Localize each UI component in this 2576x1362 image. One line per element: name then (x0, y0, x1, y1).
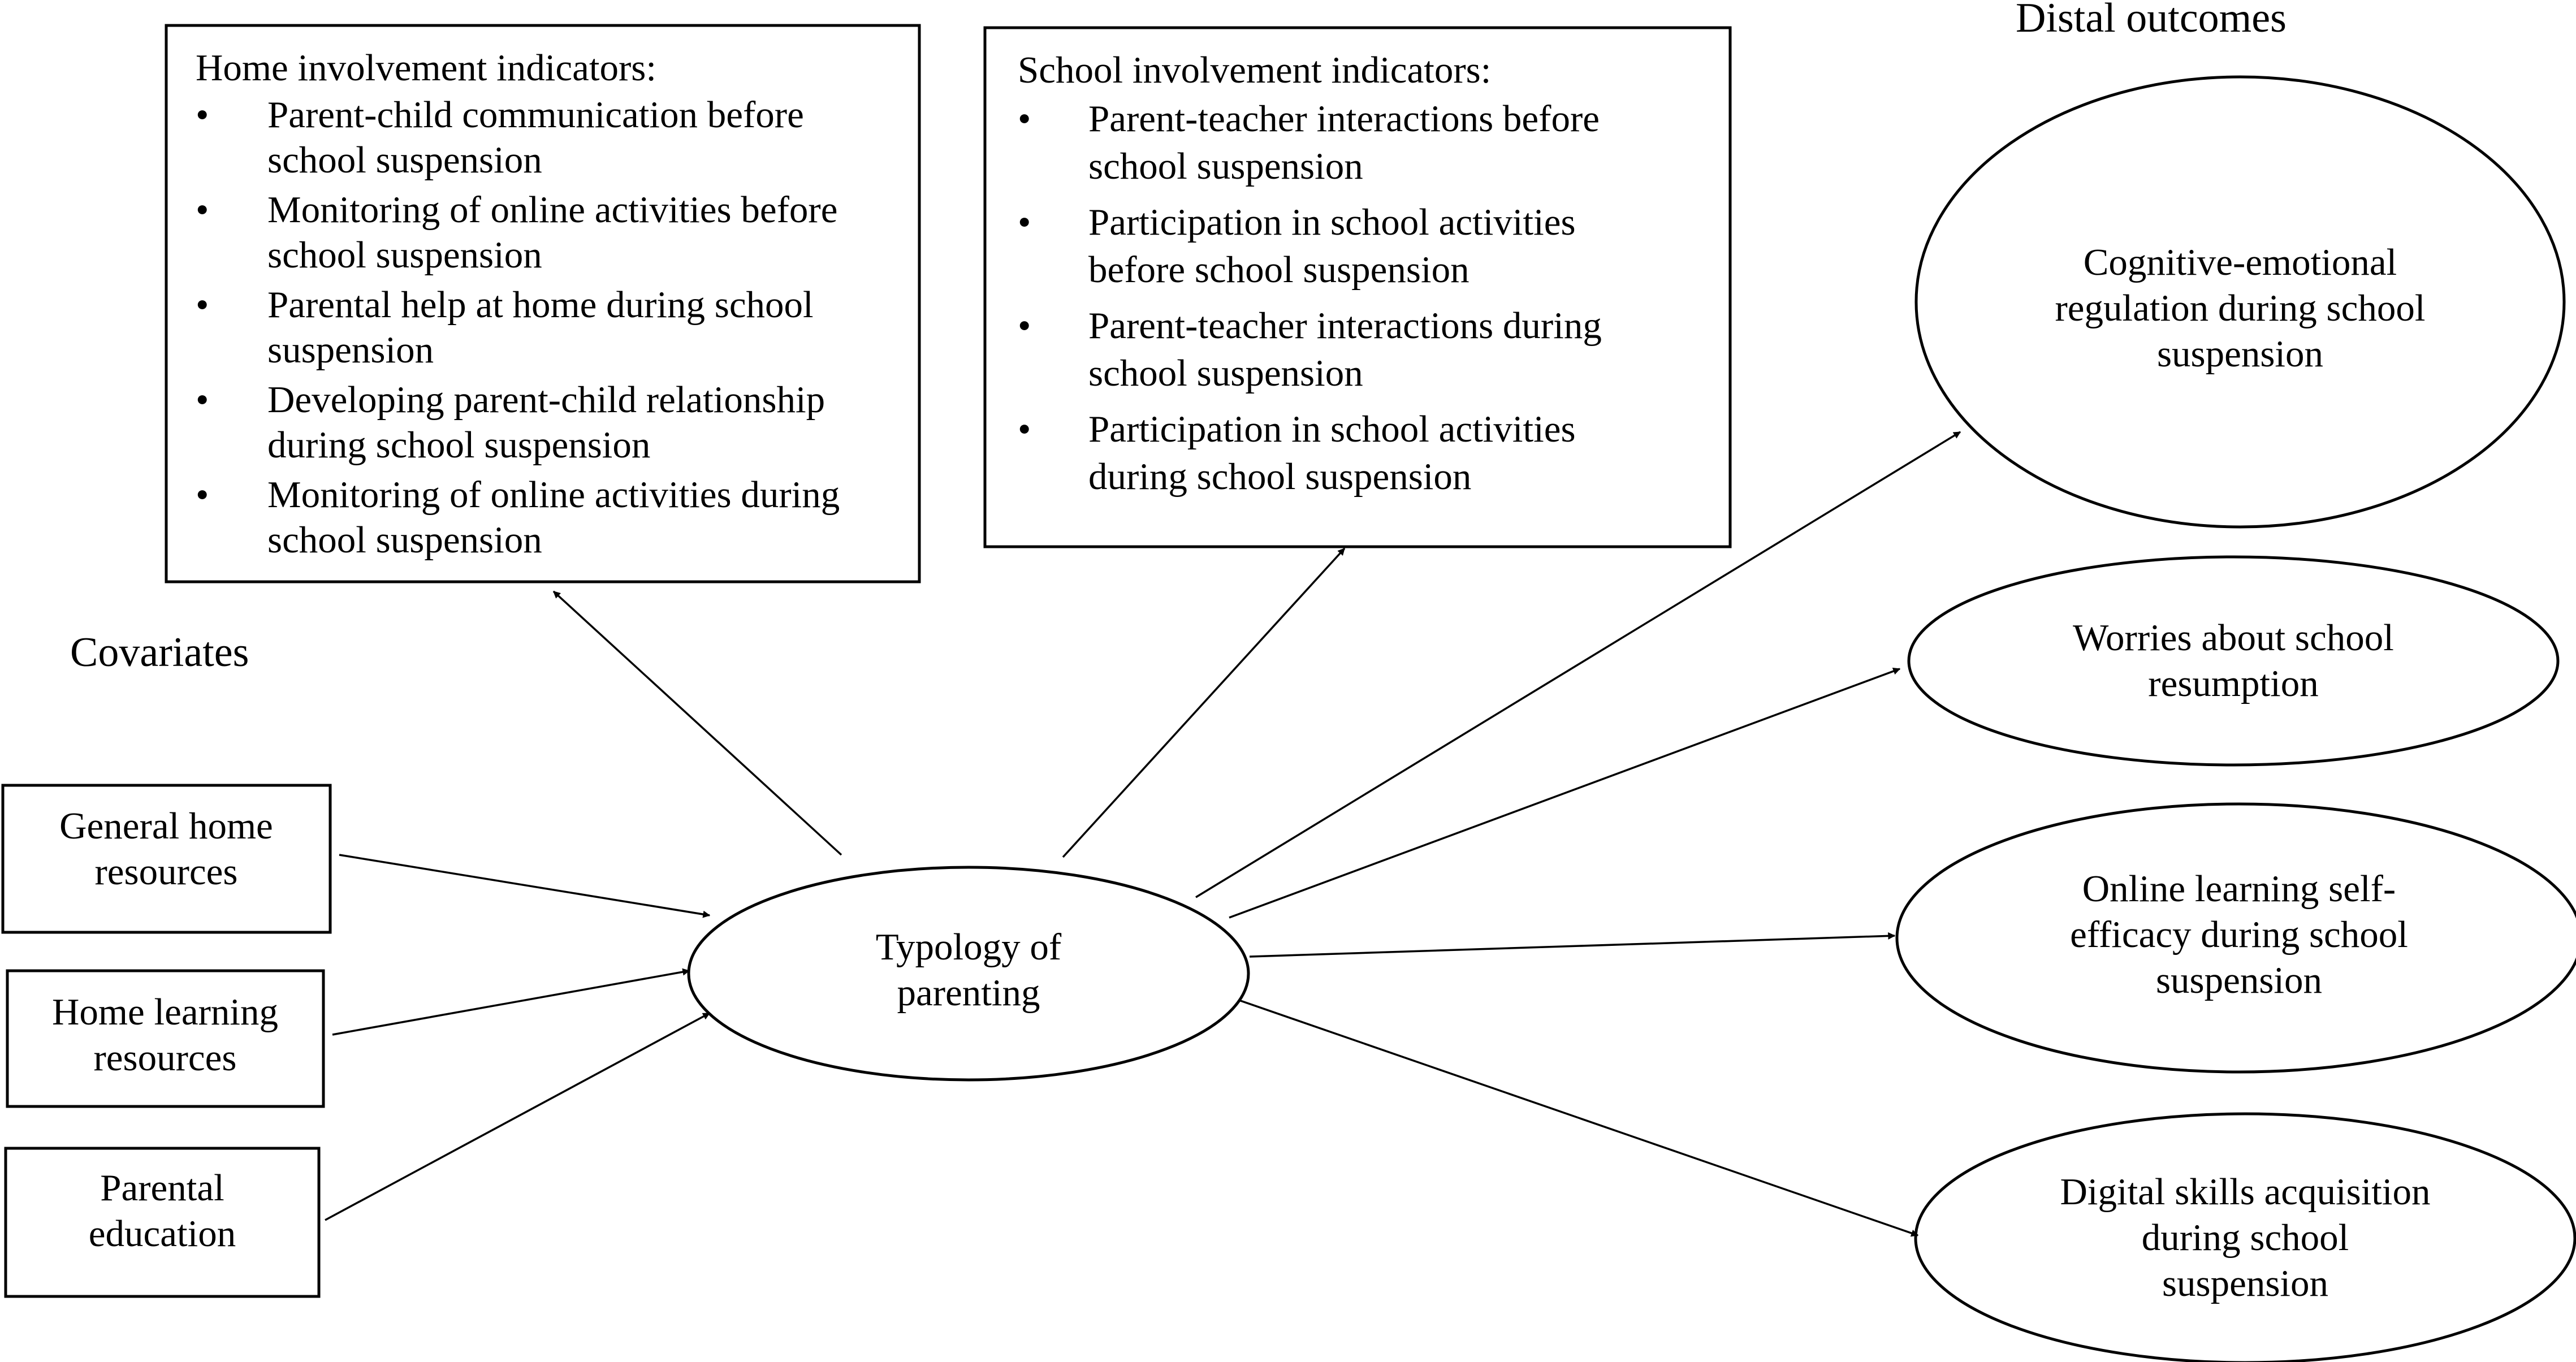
outcome-label-line: resumption (2148, 663, 2318, 704)
bullet-icon: • (196, 189, 209, 231)
arrow-home-learning-resources-to-typology (332, 968, 690, 1036)
outcome-label-line: efficacy during school (2070, 914, 2408, 955)
central-label-line: Typology of (876, 926, 1062, 968)
indicator-item-line: Monitoring of online activities before (267, 189, 837, 231)
bullet-icon: • (1018, 201, 1031, 243)
indicator-item-line: school suspension (267, 234, 542, 276)
school-involvement-title: School involvement indicators: (1018, 49, 1491, 91)
indicator-item-line: Participation in school activities (1088, 201, 1576, 243)
indicator-item-line: during school suspension (267, 424, 650, 466)
indicator-item-line: school suspension (1088, 352, 1363, 394)
bullet-icon: • (1018, 305, 1031, 347)
arrow-typology-to-home-involvement (552, 590, 842, 856)
home-involvement-title: Home involvement indicators: (196, 47, 656, 89)
outcome-cognitive-emotional-regulation: Cognitive-emotional regulation during sc… (1914, 75, 2566, 529)
indicator-item-line: during school suspension (1088, 456, 1471, 498)
indicator-item-line: suspension (267, 329, 434, 371)
arrow-typology-to-cognitive-emotional-regulation (1195, 431, 1961, 898)
bullet-icon: • (196, 474, 209, 516)
home-involvement-list: •Parent-child communication beforeschool… (196, 94, 840, 561)
arrow-typology-to-online-learning-self-efficacy (1249, 932, 1896, 958)
indicator-item-line: school suspension (1088, 145, 1363, 187)
outcome-worries-about-school-resumption: Worries about school resumption (1907, 555, 2560, 767)
central-label-line: parenting (897, 972, 1040, 1014)
outcome-label-line: Worries about school (2073, 617, 2394, 659)
home-involvement-box: Home involvement indicators: • Parent-chi… (165, 24, 921, 583)
indicator-item-line: school suspension (267, 139, 542, 181)
indicator-item-line: Parent-child communication before (267, 94, 804, 136)
indicator-item-line: school suspension (267, 519, 542, 561)
outcome-label-line: regulation during school (2055, 287, 2426, 329)
arrow-typology-to-school-involvement (1062, 547, 1346, 858)
covariate-label-line: General home (59, 805, 273, 847)
bullet-icon: • (196, 284, 209, 326)
arrow-typology-to-digital-skills-acquisition (1240, 1000, 1919, 1237)
arrow-typology-to-worries-about-school-resumption (1229, 667, 1901, 919)
bullet-icon: • (196, 94, 209, 136)
typology-of-parenting-node: Typology of parenting (687, 866, 1250, 1082)
indicator-item-line: Parental help at home during school (267, 284, 814, 326)
covariates-heading: Covariates (70, 629, 249, 676)
outcome-digital-skills-acquisition: Digital skills acquisition during school… (1914, 1112, 2576, 1362)
outcome-label-line: suspension (2156, 959, 2322, 1001)
arrow-general-home-resources-to-typology (339, 854, 711, 918)
outcome-label-line: suspension (2162, 1262, 2328, 1304)
covariate-parental-education: Parental education (4, 1147, 321, 1298)
bullet-icon: • (1018, 408, 1031, 450)
indicator-item-line: Participation in school activities (1088, 408, 1576, 450)
arrow-parental-education-to-typology (325, 1012, 711, 1221)
indicator-item-line: Parent-teacher interactions before (1088, 98, 1600, 140)
covariate-home-learning-resources: Home learning resources (6, 969, 325, 1108)
indicator-item-line: Monitoring of online activities during (267, 474, 840, 516)
covariate-label-line: Parental (100, 1167, 224, 1209)
covariate-label-line: education (89, 1213, 236, 1255)
covariate-label-line: resources (95, 851, 238, 893)
indicator-item-line: Parent-teacher interactions during (1088, 305, 1602, 347)
school-involvement-list: • Parent-teacher interactions before schoo… (1018, 98, 1602, 498)
covariate-label-line: Home learning (52, 991, 278, 1033)
covariate-label-line: resources (94, 1037, 237, 1079)
outcome-label-line: during school (2142, 1217, 2349, 1259)
distal-outcomes-heading: Distal outcomes (2016, 0, 2287, 41)
outcome-label-line: Cognitive-emotional (2084, 241, 2397, 283)
indicator-item-line: Developing parent-child relationship (267, 379, 825, 421)
school-involvement-box: School involvement indicators: • Parent-t… (983, 26, 1732, 548)
outcome-label-line: Digital skills acquisition (2060, 1171, 2430, 1213)
bullet-icon: • (196, 379, 209, 421)
covariate-general-home-resources: General home resources (1, 784, 332, 934)
outcome-label-line: Online learning self- (2082, 868, 2396, 910)
outcome-label-line: suspension (2157, 333, 2323, 375)
bullet-icon: • (1018, 98, 1031, 140)
outcome-online-learning-self-efficacy: Online learning self- efficacy during sc… (1895, 802, 2576, 1074)
indicator-item-line: before school suspension (1088, 249, 1469, 291)
